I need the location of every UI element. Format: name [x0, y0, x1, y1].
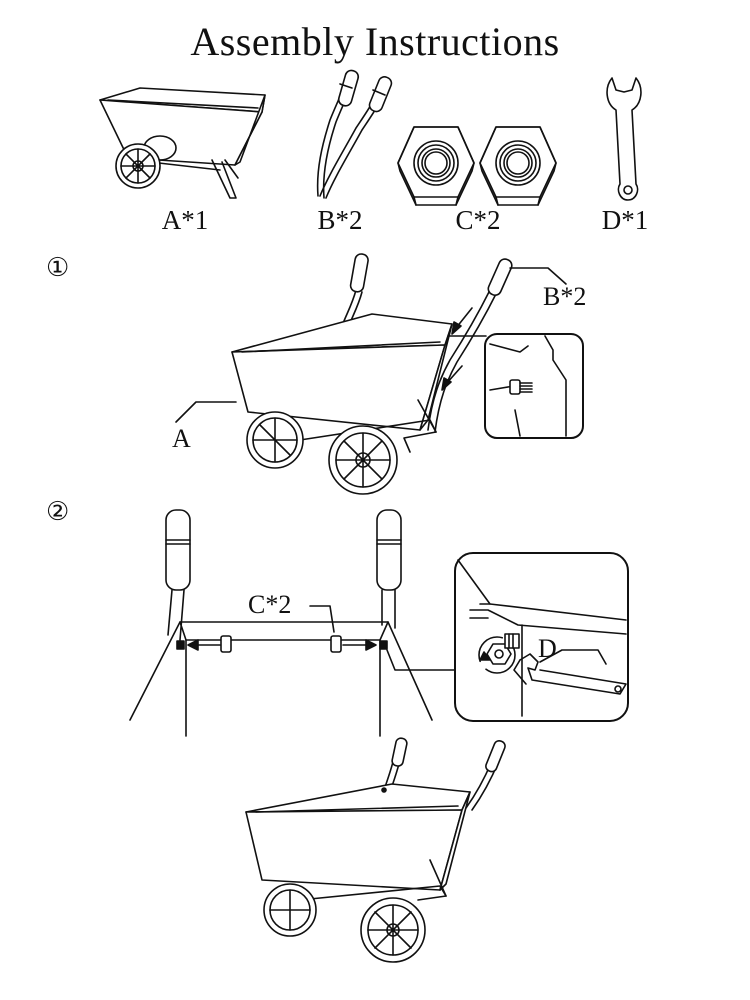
step-2-number: ② [46, 497, 70, 527]
part-d-wrench-illustration [607, 78, 641, 200]
step1-illustration [176, 253, 583, 494]
step-1-number: ① [46, 253, 70, 283]
page-title: Assembly Instructions [190, 19, 560, 64]
callout-a: A [172, 424, 191, 453]
step2-illustration [130, 510, 628, 736]
part-label-c: C*2 [455, 205, 501, 235]
part-b-handles-illustration [318, 69, 394, 198]
callout-d: D [538, 634, 557, 663]
part-c-nuts-illustration [398, 127, 556, 205]
part-a-cart-illustration [100, 88, 265, 198]
callout-c2: C*2 [248, 590, 292, 619]
assembled-cart-illustration [246, 737, 507, 962]
part-label-a: A*1 [161, 205, 209, 235]
part-label-b: B*2 [317, 205, 363, 235]
part-label-d: D*1 [601, 205, 649, 235]
callout-b2: B*2 [543, 282, 587, 311]
